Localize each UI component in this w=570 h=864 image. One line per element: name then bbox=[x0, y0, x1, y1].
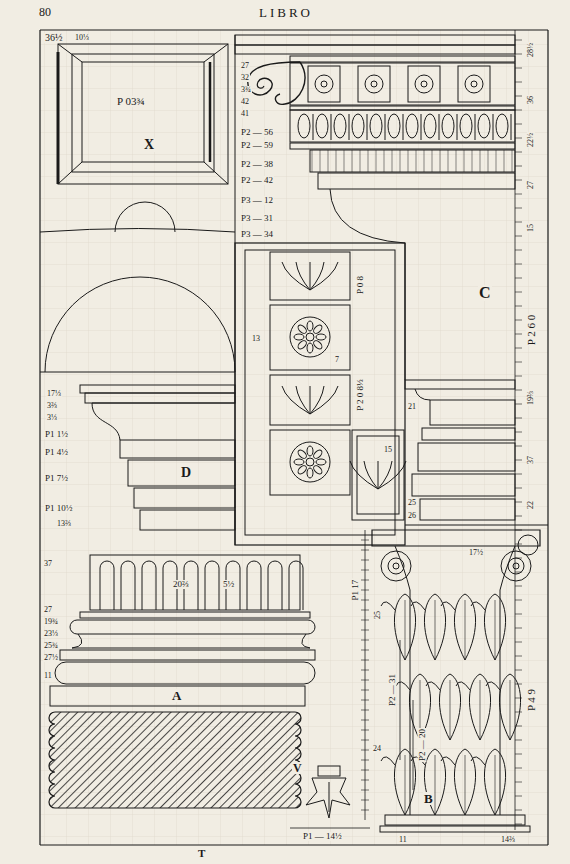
dimension-label: 27 bbox=[43, 606, 53, 614]
figure-letter: C bbox=[478, 285, 492, 301]
dimension-label: 5½ bbox=[222, 580, 235, 589]
dimension-label: 27½ bbox=[43, 654, 59, 662]
dimension-label: P 4 9 bbox=[526, 688, 537, 712]
capital-b bbox=[372, 530, 540, 832]
dimension-label: 32 bbox=[240, 74, 250, 82]
dimension-label: 25 bbox=[374, 610, 382, 620]
dimension-label: 3⅔ bbox=[46, 402, 58, 410]
dimension-label: P 2 0 8½ bbox=[356, 378, 365, 412]
dimension-label: 27 bbox=[240, 62, 250, 70]
dimension-label: P1 7½ bbox=[44, 474, 69, 483]
ornament-v bbox=[306, 766, 350, 818]
dimension-label: 7 bbox=[334, 356, 340, 364]
dimension-label: 28½ bbox=[527, 42, 535, 58]
dimension-label: 15 bbox=[383, 446, 393, 454]
dimension-label: 41 bbox=[240, 110, 250, 118]
dimension-label: P2 — 38 bbox=[240, 160, 274, 169]
cornice-d bbox=[80, 385, 235, 530]
dimension-label: 13⅔ bbox=[56, 520, 72, 528]
dimension-label: 13 bbox=[251, 335, 261, 343]
dimension-label: 27 bbox=[527, 180, 535, 190]
dimension-label: P2 — 56 bbox=[240, 128, 274, 137]
page-number: 80 bbox=[38, 6, 52, 18]
dimension-label: 24 bbox=[372, 745, 382, 753]
dimension-label: P 2 6 0 bbox=[526, 314, 537, 346]
dimension-label: 10⅓ bbox=[74, 34, 90, 42]
dimension-label: 17½ bbox=[468, 549, 484, 557]
figure-letter: D bbox=[180, 466, 192, 480]
dimension-label: P2 — 31 bbox=[388, 673, 397, 707]
dimension-label: 14⅔ bbox=[500, 836, 516, 844]
dimension-label: P1 — 14½ bbox=[302, 832, 343, 841]
pedestal-c bbox=[405, 380, 548, 525]
dimension-label: 22 bbox=[527, 500, 535, 510]
dimension-label: 17⅓ bbox=[46, 390, 62, 398]
dimension-label: P1 17 bbox=[351, 579, 360, 602]
dimension-label: P3 — 34 bbox=[240, 230, 274, 239]
cornice bbox=[235, 35, 515, 545]
figure-letter: T bbox=[197, 848, 206, 859]
dimension-label: 25 bbox=[407, 499, 417, 507]
dimension-label: 36½ bbox=[44, 33, 64, 43]
figure-letter: V bbox=[292, 762, 303, 774]
dimension-label: 37 bbox=[527, 455, 535, 465]
dimension-label: 3¾ bbox=[240, 86, 252, 94]
dimension-label: 19⅔ bbox=[527, 390, 535, 406]
dimension-label: P2 — 42 bbox=[240, 176, 274, 185]
dimension-label: 37 bbox=[43, 560, 53, 568]
base-a bbox=[50, 555, 315, 706]
dimension-label: 23⅓ bbox=[43, 630, 59, 638]
figure-letter: X bbox=[143, 138, 155, 152]
dimension-label: 26 bbox=[407, 512, 417, 520]
dimension-label: 20⅔ bbox=[172, 580, 190, 589]
figure-letter: A bbox=[171, 689, 182, 702]
hatched-plinth bbox=[49, 712, 301, 808]
panel-x bbox=[58, 44, 228, 184]
dimension-label: 11 bbox=[43, 672, 53, 680]
dimension-label: 42 bbox=[240, 98, 250, 106]
dimension-label: P2 — 20 bbox=[418, 728, 427, 762]
dimension-label: P 0 8 bbox=[356, 275, 365, 295]
dimension-label: 3⅓ bbox=[46, 414, 58, 422]
figure-letter: B bbox=[423, 792, 434, 805]
dimension-label: 21 bbox=[407, 403, 417, 411]
coffer-panel bbox=[235, 243, 405, 545]
dimension-label: 25¾ bbox=[43, 642, 59, 650]
dimension-label: P1 10½ bbox=[44, 504, 74, 513]
dimension-label: 11 bbox=[398, 836, 408, 844]
dimension-label: P3 — 31 bbox=[240, 214, 274, 223]
dimension-label: 19¾ bbox=[43, 618, 59, 626]
dimension-label: P1 1½ bbox=[44, 430, 69, 439]
dimension-label: 36 bbox=[527, 95, 535, 105]
running-head: LIBRO bbox=[258, 6, 314, 19]
dimension-label: P2 — 59 bbox=[240, 141, 274, 150]
dimension-label: P3 — 12 bbox=[240, 196, 274, 205]
dimension-label: 15 bbox=[527, 223, 535, 233]
dimension-label: 22½ bbox=[527, 132, 535, 148]
dimension-label: P 03¾ bbox=[116, 96, 146, 107]
dimension-label: P1 4½ bbox=[44, 448, 69, 457]
